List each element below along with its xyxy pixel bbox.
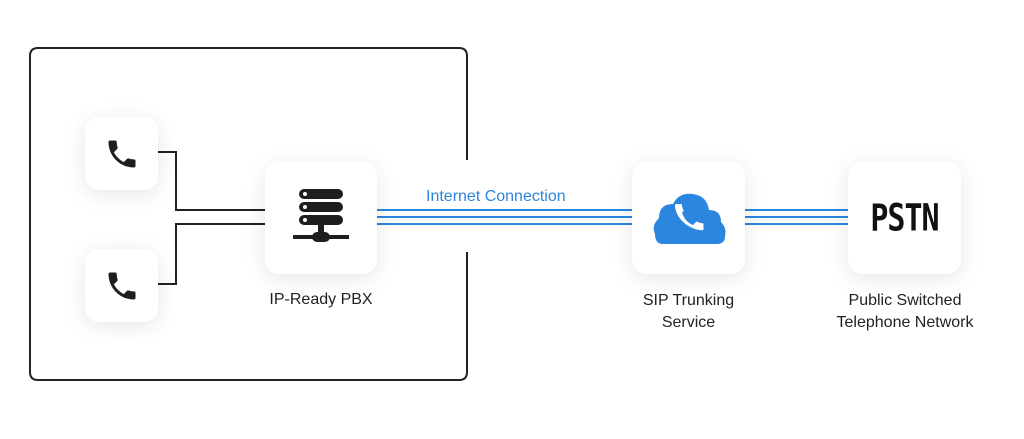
sip-label-line1: SIP Trunking — [642, 292, 735, 309]
cloud-phone-icon — [653, 193, 725, 244]
pstn-label: Public Switched Telephone Network — [810, 290, 1000, 334]
phone-top-card — [85, 117, 158, 190]
sip-label-line2: Service — [661, 314, 716, 331]
server-network-icon — [293, 189, 349, 242]
pstn-card: PSTN — [848, 162, 961, 274]
pbx-card — [265, 162, 377, 274]
phone-bottom-card — [85, 249, 158, 322]
phone-top-link — [158, 151, 265, 211]
internet-connection-lines — [377, 209, 848, 225]
phone-icon — [108, 140, 135, 167]
phone-bottom-link — [158, 223, 265, 285]
pstn-label-line2: Telephone Network — [836, 314, 974, 331]
sip-card — [632, 162, 745, 274]
phone-icon — [108, 272, 135, 299]
sip-label: SIP Trunking Service — [610, 290, 767, 334]
pstn-label-line1: Public Switched — [848, 292, 962, 309]
premises-boundary — [29, 47, 468, 381]
internet-connection-label: Internet Connection — [426, 188, 566, 205]
pbx-label: IP-Ready PBX — [269, 291, 373, 308]
pstn-logo: PSTN — [870, 196, 939, 240]
